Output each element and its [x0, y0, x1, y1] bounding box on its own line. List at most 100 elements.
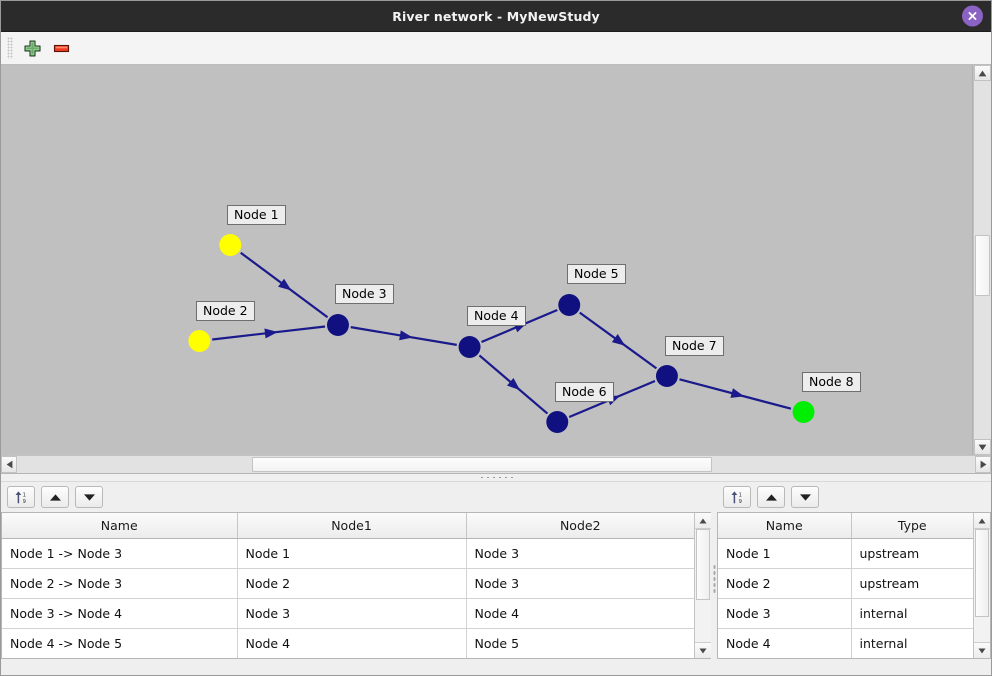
table-cell[interactable]: upstream [851, 568, 973, 599]
table-cell[interactable]: Node 4 -> Node 5 [2, 628, 238, 658]
table-cell[interactable]: Node 3 [237, 598, 467, 629]
toolbar-drag-handle[interactable] [7, 37, 13, 59]
table-cell[interactable]: Node 2 [718, 568, 852, 599]
table-cell[interactable]: internal [851, 598, 973, 629]
edge-arrow-icon [399, 330, 413, 341]
table-cell[interactable]: internal [851, 628, 973, 658]
nodes-vscroll-track[interactable] [974, 529, 990, 642]
svg-text:1: 1 [738, 492, 741, 498]
column-header-node1[interactable]: Node1 [237, 513, 467, 539]
table-cell[interactable]: Node 4 [718, 628, 852, 658]
column-header-name[interactable]: Name [718, 513, 852, 539]
reaches-scroll-up-icon[interactable] [695, 513, 711, 529]
graph-node-node-1[interactable] [219, 234, 242, 256]
nodes-scroll-up-icon[interactable] [974, 513, 990, 529]
sort-arrow-icon[interactable]: 1 9 [7, 486, 35, 508]
reaches-vertical-scrollbar[interactable] [694, 513, 711, 658]
arrow-up-icon[interactable] [757, 486, 785, 508]
table-cell[interactable]: upstream [851, 538, 973, 569]
node-label-node-1[interactable]: Node 1 [227, 205, 286, 225]
graph-hscroll-track[interactable] [17, 456, 975, 473]
node-label-node-7[interactable]: Node 7 [665, 336, 724, 356]
table-cell[interactable]: Node 2 [237, 568, 467, 599]
table-cell[interactable]: Node 1 -> Node 3 [2, 538, 238, 569]
table-cell[interactable]: Node 5 [466, 628, 694, 658]
nodes-scroll-down-icon[interactable] [974, 642, 990, 658]
vertical-splitter[interactable] [711, 482, 717, 675]
svg-text:9: 9 [22, 499, 25, 505]
graph-node-node-4[interactable] [458, 336, 481, 358]
remove-minus-icon[interactable] [48, 35, 74, 61]
table-cell[interactable]: Node 3 -> Node 4 [2, 598, 238, 629]
table-cell[interactable]: Node 2 -> Node 3 [2, 568, 238, 599]
edge-arrow-icon [611, 334, 626, 346]
column-header-node2[interactable]: Node2 [466, 513, 694, 539]
graph-node-node-8[interactable] [792, 401, 815, 423]
graph-node-node-7[interactable] [655, 365, 678, 387]
table-cell[interactable]: Node 1 [718, 538, 852, 569]
reaches-vscroll-thumb[interactable] [696, 529, 710, 601]
edge-arrow-icon [506, 377, 521, 391]
table-cell[interactable]: Node 4 [237, 628, 467, 658]
node-label-node-3[interactable]: Node 3 [335, 284, 394, 304]
node-label-node-5[interactable]: Node 5 [567, 264, 626, 284]
reaches-vscroll-track[interactable] [695, 529, 711, 642]
graph-node-node-3[interactable] [326, 314, 349, 336]
nodes-vscroll-thumb[interactable] [975, 529, 989, 618]
add-plus-icon[interactable] [19, 35, 45, 61]
graph-vertical-scrollbar[interactable] [973, 65, 991, 455]
window-titlebar: River network - MyNewStudy [1, 1, 991, 32]
graph-hscroll-thumb[interactable] [251, 457, 712, 472]
horizontal-splitter[interactable] [1, 473, 991, 482]
scroll-left-icon[interactable] [1, 456, 17, 473]
main-toolbar [1, 32, 991, 65]
node-label-node-8[interactable]: Node 8 [802, 372, 861, 392]
scroll-up-icon[interactable] [974, 65, 991, 81]
sort-arrow-icon[interactable]: 1 9 [723, 486, 751, 508]
reaches-scroll-down-icon[interactable] [695, 642, 711, 658]
scroll-right-icon[interactable] [975, 456, 991, 473]
column-header-name[interactable]: Name [2, 513, 238, 539]
graph-vscroll-thumb[interactable] [975, 234, 990, 296]
arrow-down-icon[interactable] [75, 486, 103, 508]
nodes-vertical-scrollbar[interactable] [973, 513, 990, 658]
arrow-down-icon[interactable] [791, 486, 819, 508]
reaches-status-strip [1, 659, 711, 675]
edge-arrow-icon [264, 328, 278, 339]
network-diagram[interactable] [1, 65, 972, 455]
column-header-type[interactable]: Type [851, 513, 973, 539]
node-label-node-6[interactable]: Node 6 [555, 382, 614, 402]
table-cell[interactable]: Node 3 [718, 598, 852, 629]
network-canvas[interactable]: Node 1 Node 2 Node 3 Node 4 Node 5 Node 6 Node… [1, 65, 973, 455]
table-cell[interactable]: Node 1 [237, 538, 467, 569]
arrow-up-icon[interactable] [41, 486, 69, 508]
table-cell[interactable]: Node 3 [466, 568, 694, 599]
svg-text:9: 9 [738, 499, 741, 505]
graph-node-node-5[interactable] [558, 294, 581, 316]
table-cell[interactable]: Node 3 [466, 538, 694, 569]
graph-horizontal-scrollbar[interactable] [1, 455, 991, 473]
graph-node-node-2[interactable] [188, 330, 211, 352]
graph-vscroll-track[interactable] [974, 81, 991, 439]
scroll-down-icon[interactable] [974, 439, 991, 455]
node-label-node-4[interactable]: Node 4 [467, 306, 526, 326]
node-label-node-2[interactable]: Node 2 [196, 301, 255, 321]
graph-node-node-6[interactable] [546, 411, 569, 433]
nodes-toolbar: 1 9 [717, 482, 991, 512]
table-cell[interactable]: Node 4 [466, 598, 694, 629]
close-icon[interactable] [962, 5, 983, 27]
